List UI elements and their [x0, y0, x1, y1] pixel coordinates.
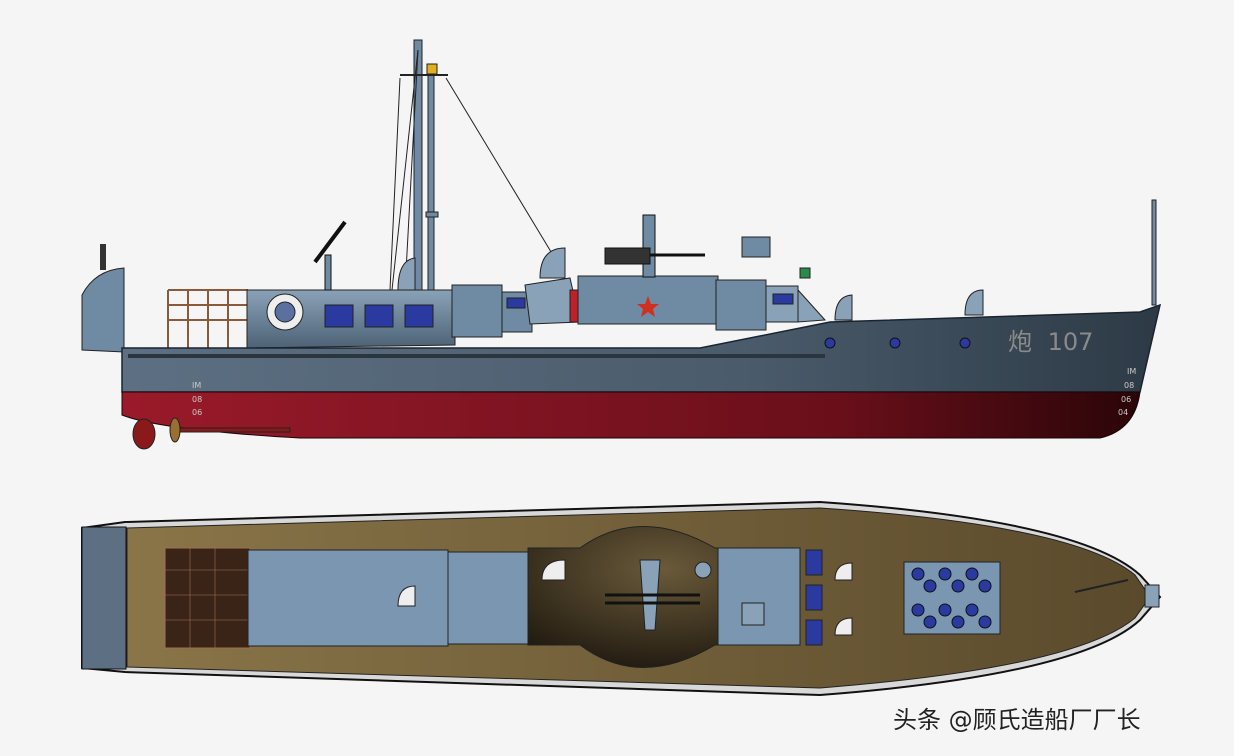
draft-mark: 04: [1118, 408, 1128, 417]
depth-charge-racks: [903, 561, 1001, 635]
portholes: [824, 337, 971, 349]
propeller: [169, 417, 291, 443]
bridge-roof: [447, 551, 529, 645]
main-mast: [389, 39, 566, 291]
hull-marking: 炮 107: [1008, 328, 1093, 356]
twin-gun-mount: [604, 214, 705, 278]
bow-flagstaff: [1151, 199, 1157, 306]
hull-marking-prefix: 炮: [1008, 328, 1032, 356]
draft-mark: 08: [192, 395, 202, 404]
top-hatches: [805, 549, 823, 646]
draft-mark: 08: [1124, 381, 1134, 390]
ventilators: [397, 247, 984, 321]
superstructure: [246, 275, 827, 349]
twin-gun-topview: [605, 593, 700, 605]
aft-cabin-roof: [247, 549, 449, 647]
stern-shield: [81, 267, 125, 353]
watermark: 头条 @顾氏造船厂厂长: [893, 706, 1141, 734]
draft-marks-stern: IM 08 06: [192, 381, 202, 417]
draft-marks-bow: IM 08 06 04: [1118, 367, 1136, 417]
top-view: [81, 500, 1162, 697]
draft-mark: IM: [192, 381, 201, 390]
rudder: [132, 418, 156, 450]
draft-mark: 06: [192, 408, 202, 417]
ventilator-tops: [397, 559, 853, 636]
draft-mark: IM: [1127, 367, 1136, 376]
anchor: [1074, 579, 1129, 593]
red-star-emblem: [637, 296, 659, 317]
aft-machine-gun: [313, 220, 347, 291]
engine-hatch-grating: [164, 547, 251, 649]
transom: [81, 526, 127, 670]
hull-number: 107: [1048, 328, 1094, 356]
searchlight: [741, 236, 771, 258]
draft-mark: 06: [1121, 395, 1131, 404]
side-view: 炮 107 IM 08 06 IM 08 06 04: [81, 39, 1162, 450]
stern-railing: [167, 289, 248, 348]
